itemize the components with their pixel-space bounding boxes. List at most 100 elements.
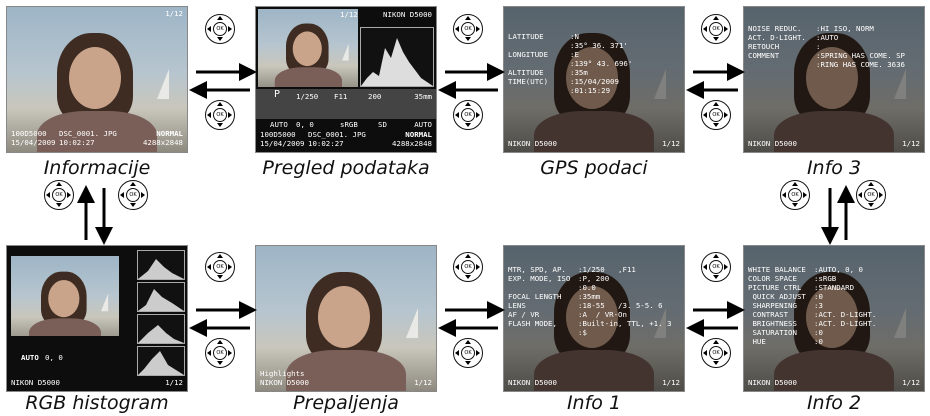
- info-row-label: PICTURE CTRL: [748, 283, 802, 292]
- focal-length: 35mm: [414, 92, 432, 101]
- caption-gps: GPS podaci: [540, 157, 648, 179]
- direction-arrow-icon: [713, 102, 719, 106]
- info-row-value: :0.0: [578, 283, 596, 292]
- direction-arrow-icon: [120, 192, 124, 198]
- frame-counter: 1/12: [340, 10, 358, 19]
- multi-selector-dial-icon: OK: [701, 100, 731, 130]
- direction-arrow-icon: [217, 361, 223, 365]
- ok-button-icon: OK: [709, 108, 723, 122]
- info-row-value: :35m: [570, 68, 588, 77]
- info-row-label: SHARPENING: [748, 301, 797, 310]
- caption-info1: Info 1: [566, 392, 622, 414]
- info-row-value: :SPRING HAS COME. SP: [816, 51, 905, 60]
- white-balance: AUTO: [21, 353, 39, 362]
- direction-arrow-icon: [217, 37, 223, 41]
- info-row-value: :Built-in, TTL, +1. 3: [578, 319, 672, 328]
- camera-name: NIKON D5000: [748, 378, 797, 387]
- histogram-blue: [137, 346, 185, 376]
- info-row-label: LATITUDE: [508, 32, 544, 41]
- direction-arrow-icon: [207, 26, 211, 32]
- direction-arrow-icon: [465, 340, 471, 344]
- camera-name: NIKON D5000: [11, 378, 60, 387]
- direction-arrow-icon: [228, 350, 232, 356]
- info-row-label: FOCAL LENGTH: [508, 292, 562, 301]
- direction-arrow-icon: [782, 192, 786, 198]
- info-row-value: :1/250 ,F11: [578, 265, 636, 274]
- info-row-label: HUE: [748, 337, 766, 346]
- direction-arrow-icon: [868, 182, 874, 186]
- screen-highlights: Highlights NIKON D5000 1/12: [255, 245, 437, 392]
- info-row-label: ALTITUDE: [508, 68, 544, 77]
- camera-name: NIKON D5000: [260, 378, 309, 387]
- multi-selector-dial-icon: OK: [118, 180, 148, 210]
- info-row-label: NOISE REDUC.: [748, 24, 802, 33]
- direction-arrow-icon: [207, 350, 211, 356]
- info-row-value: :RING HAS COME. 3636: [816, 60, 905, 69]
- histogram-red: [137, 282, 185, 312]
- ok-button-icon: OK: [213, 108, 227, 122]
- multi-selector-dial-icon: OK: [453, 252, 483, 282]
- thumbnail-photo: [258, 9, 358, 87]
- direction-arrow-icon: [476, 112, 480, 118]
- camera-name: NIKON D5000: [383, 10, 432, 19]
- info-row-value: :139° 43. 696': [570, 59, 633, 68]
- direction-arrow-icon: [476, 26, 480, 32]
- screen-rgb-histogram: AUTO 0, 0 NIKON D5000 1/12: [6, 245, 188, 392]
- direction-arrow-icon: [217, 254, 223, 258]
- direction-arrow-icon: [724, 112, 728, 118]
- direction-arrow-icon: [217, 275, 223, 279]
- direction-arrow-icon: [217, 123, 223, 127]
- direction-arrow-icon: [228, 264, 232, 270]
- direction-arrow-icon: [858, 192, 862, 198]
- info-row-label: MTR, SPD, AP.: [508, 265, 566, 274]
- luminance-histogram: [360, 27, 434, 87]
- file-name: DSC_0001. JPG: [308, 130, 366, 139]
- multi-selector-dial-icon: OK: [205, 338, 235, 368]
- multi-selector-dial-icon: OK: [701, 14, 731, 44]
- direction-arrow-icon: [141, 192, 145, 198]
- frame-counter: 1/12: [165, 378, 183, 387]
- direction-arrow-icon: [465, 123, 471, 127]
- direction-arrow-icon: [465, 102, 471, 106]
- direction-arrow-icon: [217, 16, 223, 20]
- info-row-value: :0: [814, 337, 823, 346]
- iso: 200: [368, 92, 382, 101]
- direction-arrow-icon: [130, 182, 136, 186]
- multi-selector-dial-icon: OK: [856, 180, 886, 210]
- direction-arrow-icon: [455, 350, 459, 356]
- info-row-label: COMMENT: [748, 51, 780, 60]
- direction-arrow-icon: [56, 203, 62, 207]
- multi-selector-dial-icon: OK: [701, 252, 731, 282]
- info-row-value: :P, 200: [578, 274, 610, 283]
- d-lighting: AUTO: [414, 120, 432, 129]
- white-balance: AUTO: [270, 120, 288, 129]
- info-row-value: :HI ISO, NORM: [816, 24, 874, 33]
- direction-arrow-icon: [724, 350, 728, 356]
- direction-arrow-icon: [207, 264, 211, 270]
- caption-pregled: Pregled podataka: [262, 157, 430, 179]
- ok-button-icon: OK: [709, 22, 723, 36]
- direction-arrow-icon: [465, 37, 471, 41]
- ok-button-icon: OK: [461, 346, 475, 360]
- direction-arrow-icon: [792, 203, 798, 207]
- info-row-label: CONTRAST: [748, 310, 789, 319]
- direction-arrow-icon: [703, 264, 707, 270]
- direction-arrow-icon: [465, 254, 471, 258]
- ok-button-icon: OK: [709, 346, 723, 360]
- info-row-value: :18-55 /3. 5-5. 6: [578, 301, 663, 310]
- frame-counter: 1/12: [662, 378, 680, 387]
- info-row-value: :35° 36. 371': [570, 41, 628, 50]
- histogram-luminance: [137, 250, 185, 280]
- direction-arrow-icon: [724, 26, 728, 32]
- multi-selector-dial-icon: OK: [453, 14, 483, 44]
- direction-arrow-icon: [217, 102, 223, 106]
- ok-button-icon: OK: [788, 188, 802, 202]
- info-row-value: :01:15:29: [570, 86, 611, 95]
- multi-selector-dial-icon: OK: [453, 100, 483, 130]
- direction-arrow-icon: [879, 192, 883, 198]
- direction-arrow-icon: [207, 112, 211, 118]
- color-space: sRGB: [340, 120, 358, 129]
- info-row-label: LONGITUDE: [508, 50, 549, 59]
- picture-control: SD: [378, 120, 387, 129]
